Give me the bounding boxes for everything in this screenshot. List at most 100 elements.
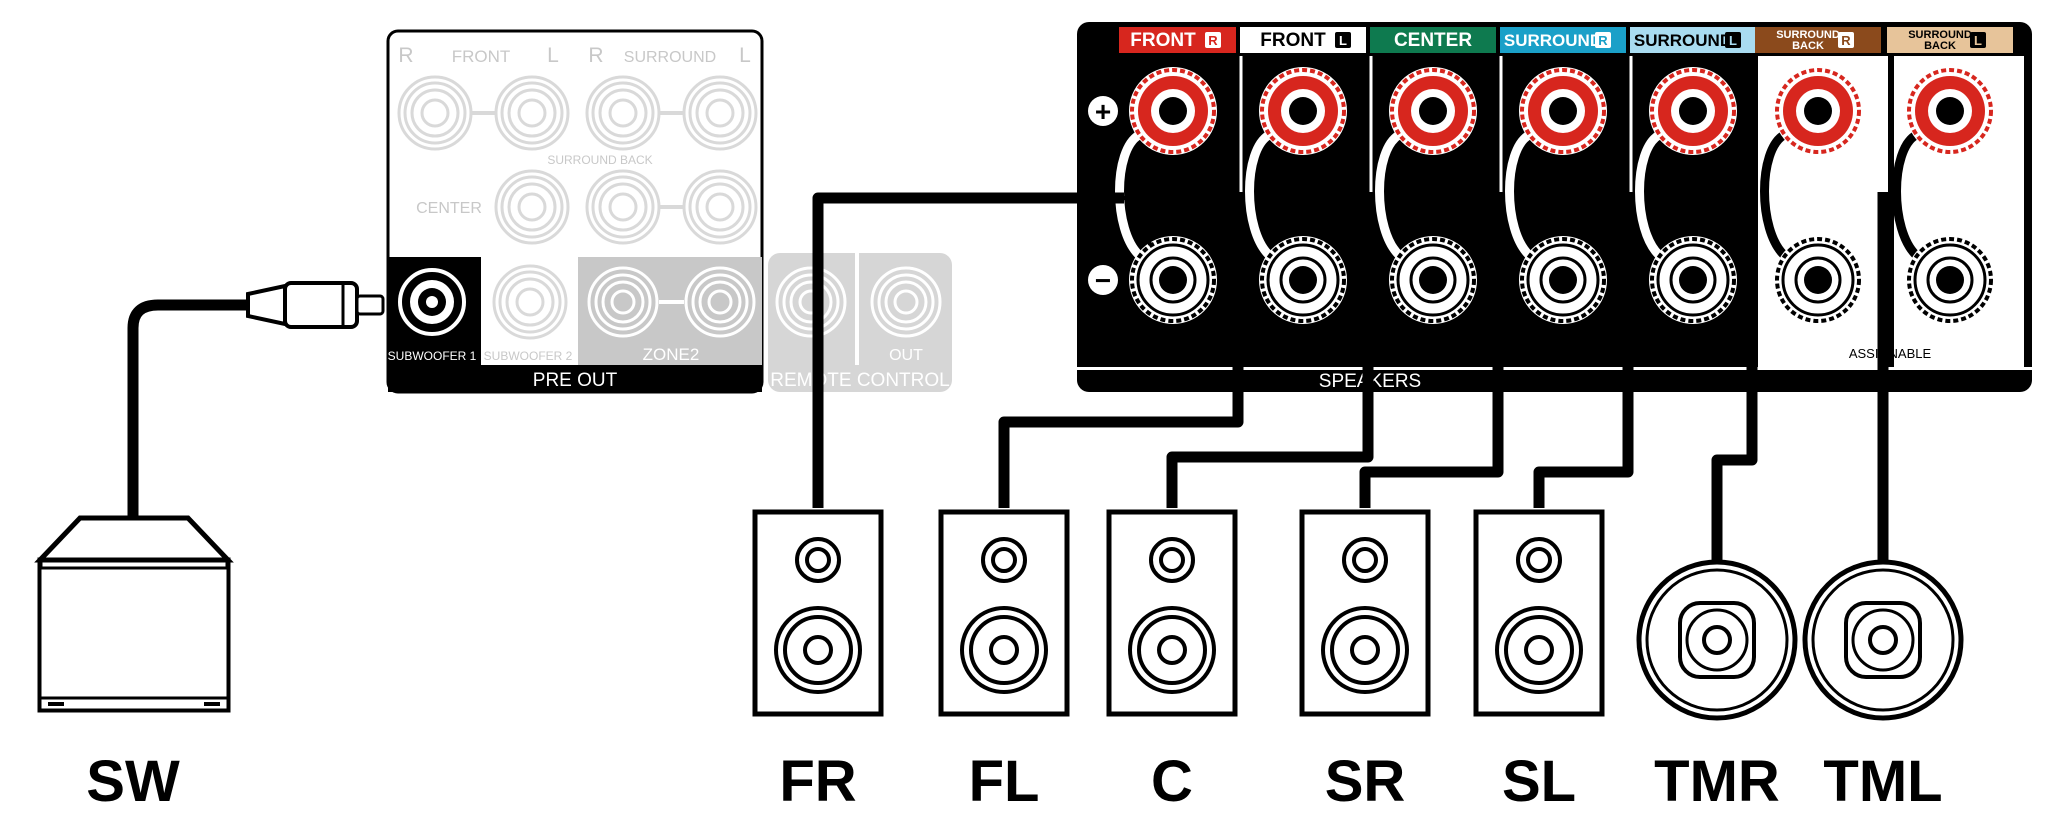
label-sr: SR bbox=[1325, 749, 1406, 814]
preout-front-r-label: R bbox=[398, 44, 413, 67]
minus-sign-circle bbox=[1088, 265, 1118, 295]
speaker-lead bbox=[1375, 131, 1403, 259]
binding-post-pair-2[interactable] bbox=[1245, 65, 1349, 326]
preout-surround-back-label: SURROUND BACK bbox=[547, 153, 652, 167]
terminal-header-3: CENTER bbox=[1370, 27, 1496, 53]
remote-out-label: OUT bbox=[889, 347, 923, 364]
negative-binding-post[interactable] bbox=[1904, 234, 1996, 326]
cable-sr bbox=[1359, 192, 1504, 508]
preout-panel: R FRONT L R SURROUND L SURROUND BACK CEN… bbox=[386, 29, 764, 394]
zone2-block bbox=[578, 257, 762, 365]
binding-post-pair-1[interactable] bbox=[1115, 65, 1219, 326]
negative-binding-post[interactable] bbox=[1517, 234, 1609, 326]
cable-leads bbox=[1123, 154, 1152, 246]
subwoofer2-label: SUBWOOFER 2 bbox=[484, 349, 573, 363]
positive-binding-post[interactable] bbox=[1647, 65, 1739, 157]
negative-binding-post[interactable] bbox=[1257, 234, 1349, 326]
terminal-header-label: SURROUND bbox=[1504, 31, 1602, 50]
terminal-side-badge bbox=[1205, 32, 1221, 48]
terminal-header-bg bbox=[1755, 27, 1881, 53]
label-sl: SL bbox=[1502, 749, 1576, 814]
subwoofer-cable bbox=[127, 281, 385, 518]
terminal-side-badge bbox=[1838, 32, 1854, 48]
positive-binding-post[interactable] bbox=[1257, 65, 1349, 157]
subwoofer-unit bbox=[34, 515, 234, 713]
plus-sign: + bbox=[1095, 96, 1111, 127]
preout-surround-back-jacks bbox=[585, 169, 758, 245]
preout-surround-r-label: R bbox=[588, 44, 603, 67]
remote-control-label: REMOTE CONTROL bbox=[770, 370, 949, 391]
terminal-header-label: CENTER bbox=[1394, 30, 1472, 51]
remote-control-panel: OUT REMOTE CONTROL bbox=[768, 253, 952, 392]
terminal-side-badge bbox=[1595, 32, 1611, 48]
speaker-tml bbox=[1805, 562, 1961, 718]
speaker-cables bbox=[812, 192, 1889, 562]
label-tmr: TMR bbox=[1654, 749, 1780, 814]
terminal-side-letter: R bbox=[1841, 33, 1851, 48]
pre-out-label: PRE OUT bbox=[533, 370, 618, 391]
preout-surround-label: SURROUND bbox=[624, 49, 716, 66]
speaker-lead bbox=[1505, 131, 1533, 259]
speaker-lead bbox=[1245, 131, 1273, 259]
negative-binding-post[interactable] bbox=[1647, 234, 1739, 326]
positive-binding-post[interactable] bbox=[1387, 65, 1479, 157]
positive-binding-post[interactable] bbox=[1772, 65, 1864, 157]
speaker-tmr bbox=[1639, 562, 1795, 718]
terminal-side-badge bbox=[1725, 32, 1741, 48]
binding-post-pair-7[interactable] bbox=[1892, 65, 1996, 326]
terminal-header-label: FRONT bbox=[1130, 30, 1196, 51]
rca-plug-tip bbox=[355, 294, 385, 316]
positive-binding-post[interactable] bbox=[1127, 65, 1219, 157]
plus-sign-circle bbox=[1088, 96, 1118, 126]
speaker-lead bbox=[1115, 131, 1143, 259]
assignable-label: ASSIGNABLE bbox=[1849, 346, 1932, 361]
negative-binding-post[interactable] bbox=[1387, 234, 1479, 326]
preout-front-label: FRONT bbox=[452, 47, 511, 66]
cable-fl bbox=[998, 192, 1244, 508]
speaker-lead bbox=[1892, 131, 1920, 259]
speaker-fl bbox=[941, 512, 1067, 714]
speaker-sr bbox=[1302, 512, 1428, 714]
rca-plug-boot bbox=[246, 283, 287, 327]
positive-binding-post[interactable] bbox=[1517, 65, 1609, 157]
terminal-side-badge bbox=[1970, 32, 1986, 48]
preout-surround-jacks bbox=[585, 75, 758, 151]
binding-post-pair-4[interactable] bbox=[1505, 65, 1609, 326]
terminal-header-bg bbox=[1887, 27, 2013, 53]
terminal-side-letter: L bbox=[1339, 33, 1347, 48]
preout-front-l-label: L bbox=[547, 44, 559, 67]
label-fl: FL bbox=[969, 749, 1040, 814]
speaker-lead bbox=[1635, 131, 1663, 259]
preout-front-jacks bbox=[397, 75, 570, 151]
positive-binding-post[interactable] bbox=[1904, 65, 1996, 157]
speaker-c bbox=[1109, 512, 1235, 714]
negative-binding-post[interactable] bbox=[1772, 234, 1864, 326]
cable-c bbox=[1166, 192, 1374, 508]
terminal-header-bg bbox=[1370, 27, 1496, 53]
speaker-lead bbox=[1760, 131, 1788, 259]
rca-plug-body bbox=[283, 281, 359, 329]
preout-surround-l-label: L bbox=[739, 44, 751, 67]
binding-post-pair-3[interactable] bbox=[1375, 65, 1479, 326]
binding-post-pair-5[interactable] bbox=[1635, 65, 1739, 326]
terminal-side-letter: R bbox=[1598, 33, 1608, 48]
label-sw: SW bbox=[86, 749, 180, 814]
terminal-header-label: SURROUND bbox=[1634, 31, 1732, 50]
label-c: C bbox=[1151, 749, 1193, 814]
binding-post-terminals bbox=[1115, 65, 1996, 326]
preout-center-label: CENTER bbox=[416, 200, 482, 217]
negative-binding-post[interactable] bbox=[1127, 234, 1219, 326]
terminal-side-letter: L bbox=[1729, 33, 1737, 48]
binding-post-pair-6[interactable] bbox=[1760, 65, 1864, 326]
